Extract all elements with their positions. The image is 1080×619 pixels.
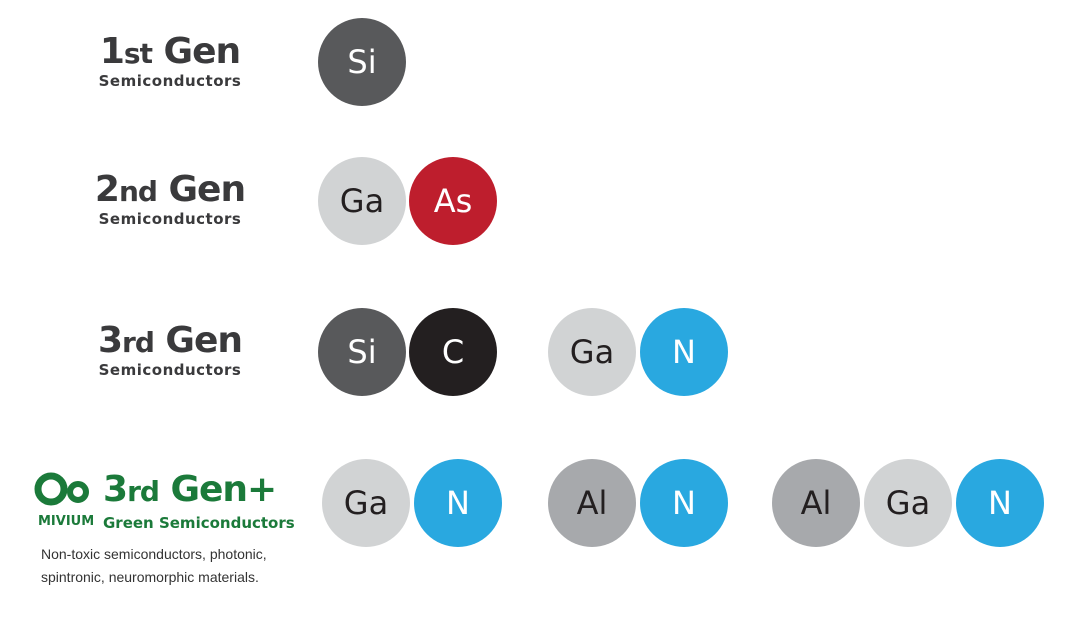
gen-suffix: rd [122,326,155,359]
element-circle-as: As [409,157,497,245]
gen-suffix: st [123,37,153,70]
description-line: spintronic, neuromorphic materials. [41,569,259,585]
gen-subtitle: Semiconductors [98,210,242,228]
element-circle-ga: Ga [864,459,952,547]
description: Non-toxic semiconductors, photonic, spint… [41,543,267,589]
element-circle-n: N [640,308,728,396]
gen-subtitle: Semiconductors [98,72,242,90]
gen-suffix: nd [118,175,158,208]
gen-number: 1 [99,31,125,72]
element-circle-al: Al [772,459,860,547]
gen-number: 2 [94,169,120,210]
gen3plus-title: 3rd Gen+ [103,469,277,512]
gen3plus-subtitle: Green Semiconductors [103,514,295,532]
element-circle-si: Si [318,308,406,396]
description-line: Non-toxic semiconductors, photonic, [41,546,267,562]
gen-subtitle: Semiconductors [98,361,242,379]
element-circle-al: Al [548,459,636,547]
gen-word: Gen [156,169,246,210]
element-circle-n: N [956,459,1044,547]
gen-suffix: rd [127,475,160,508]
mivium-logo-icon [34,472,89,506]
element-circle-n: N [640,459,728,547]
element-circle-ga: Ga [548,308,636,396]
element-circle-ga: Ga [322,459,410,547]
logo-name: MIVIUM [38,514,95,529]
gen1-label: 1st Gen Semiconductors [70,31,270,90]
element-circle-ga: Ga [318,157,406,245]
element-circle-si: Si [318,18,406,106]
gen-word: Gen [151,31,242,72]
gen-word: Gen+ [158,469,277,510]
gen3-label: 3rd Gen Semiconductors [70,320,270,379]
gen2-label: 2nd Gen Semiconductors [70,169,270,228]
gen-word: Gen [153,320,243,361]
gen-number: 3 [97,320,123,361]
gen-number: 3 [103,469,128,510]
element-circle-c: C [409,308,497,396]
element-circle-n: N [414,459,502,547]
